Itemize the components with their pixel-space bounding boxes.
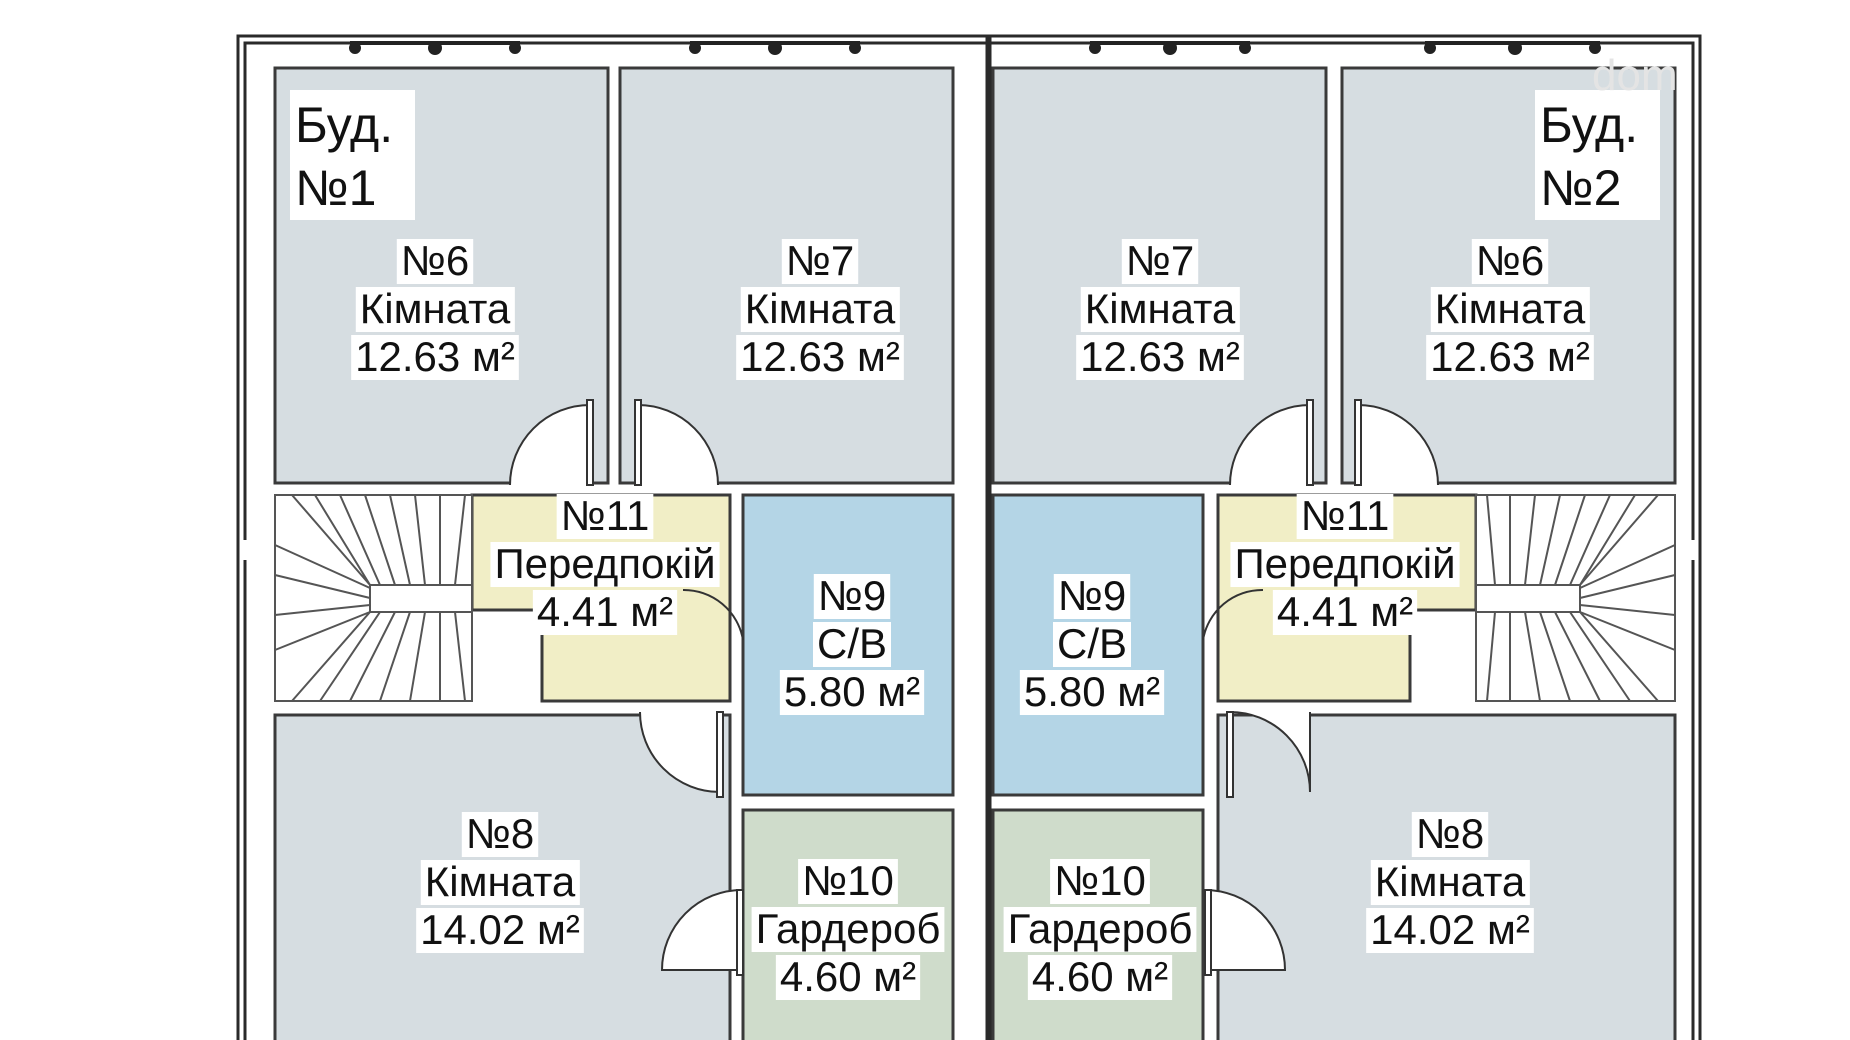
building-label-2: Буд. №2 [1535, 90, 1660, 220]
room-area: 12.63 м² [1080, 333, 1240, 380]
windows [349, 41, 1601, 55]
stairs-right [1475, 494, 1676, 702]
room-name: Кімната [745, 285, 896, 332]
room-num: №7 [786, 237, 854, 284]
building-label-1: Буд. №1 [290, 90, 415, 220]
room-num: №11 [561, 492, 650, 539]
room-num: №9 [1058, 572, 1126, 619]
outer-walls [236, 34, 1702, 1040]
svg-text:Буд.: Буд. [1540, 97, 1638, 153]
room-name: Кімната [1375, 858, 1526, 905]
room-area: 5.80 м² [784, 668, 920, 715]
room-name: С/В [1057, 620, 1127, 667]
room-name: Кімната [1085, 285, 1236, 332]
room-area: 12.63 м² [355, 333, 515, 380]
room-area: 4.41 м² [537, 588, 673, 635]
room-name: Гардероб [1008, 905, 1193, 952]
room-num: №7 [1126, 237, 1194, 284]
room-num: №10 [802, 857, 894, 904]
room-area: 12.63 м² [740, 333, 900, 380]
room-name: Кімната [1435, 285, 1586, 332]
room-area: 4.60 м² [1032, 953, 1168, 1000]
room-area: 14.02 м² [420, 906, 580, 953]
room-num: №6 [1476, 237, 1544, 284]
room-name: С/В [817, 620, 887, 667]
room-num: №8 [1416, 810, 1484, 857]
room-num: №9 [818, 572, 886, 619]
doors [509, 399, 1439, 976]
room-area: 4.41 м² [1277, 588, 1413, 635]
room-num: №6 [401, 237, 469, 284]
room-area: 12.63 м² [1430, 333, 1590, 380]
svg-text:№2: №2 [1540, 160, 1621, 216]
svg-text:№1: №1 [295, 160, 376, 216]
room-name: Кімната [425, 858, 576, 905]
watermark: dom [1592, 51, 1678, 100]
room-name: Гардероб [756, 905, 941, 952]
room-num: №8 [466, 810, 534, 857]
room-name: Передпокій [494, 540, 715, 587]
room-area: 5.80 м² [1024, 668, 1160, 715]
room-area: 14.02 м² [1370, 906, 1530, 953]
room-num: №10 [1054, 857, 1146, 904]
svg-text:Буд.: Буд. [295, 97, 393, 153]
room-num: №11 [1301, 492, 1390, 539]
room-name: Передпокій [1234, 540, 1455, 587]
room-name: Кімната [360, 285, 511, 332]
stairs-left [274, 494, 473, 702]
room-area: 4.60 м² [780, 953, 916, 1000]
